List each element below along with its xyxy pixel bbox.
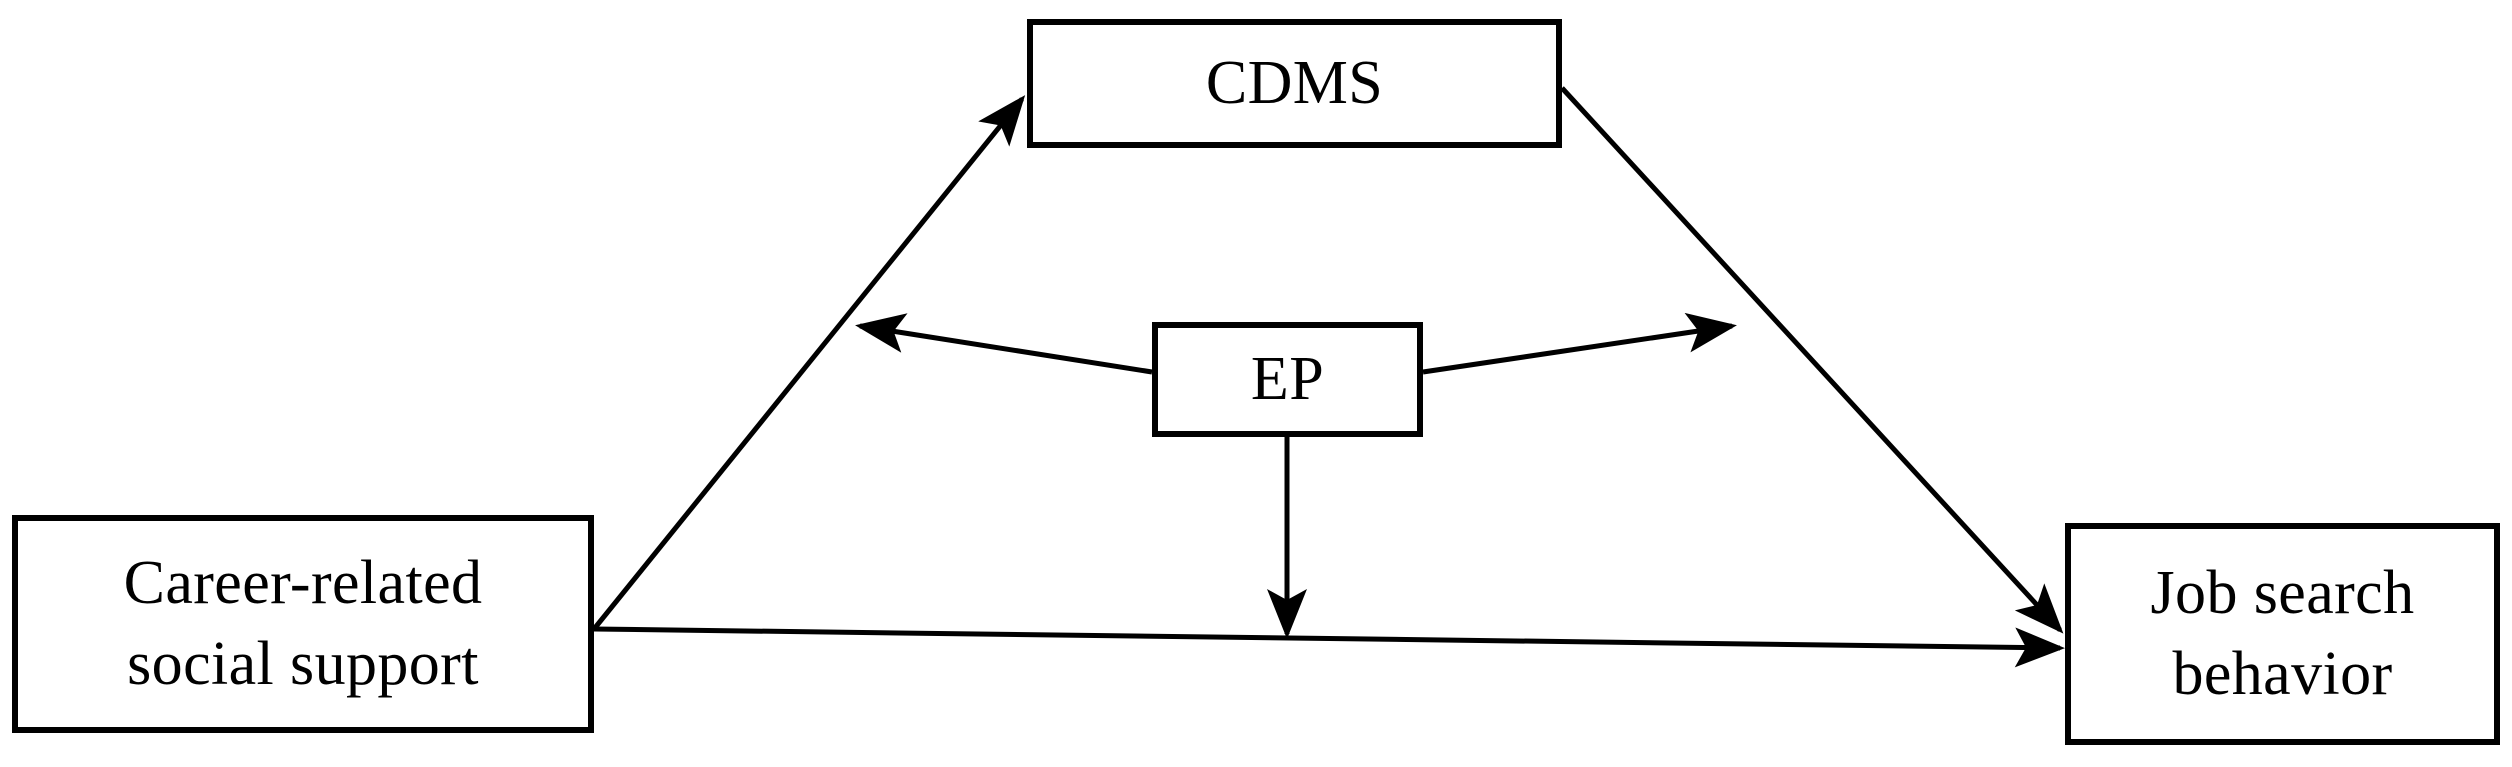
- node-ep[interactable]: EP: [1152, 322, 1423, 437]
- node-job-search-behavior[interactable]: Job search behavior: [2065, 523, 2500, 745]
- node-label-jsb: Job search behavior: [2150, 559, 2415, 708]
- edge-ep-to-path-a: [855, 313, 1153, 375]
- node-cdms[interactable]: CDMS: [1027, 19, 1562, 148]
- node-label-ep: EP: [1250, 345, 1325, 414]
- edge-css-to-cdms: [592, 95, 1026, 631]
- edge-ep-to-path-b: [1422, 312, 1737, 375]
- node-label-css: Career-related social support: [123, 549, 483, 698]
- node-career-related-social-support[interactable]: Career-related social support: [12, 515, 594, 733]
- edge-css-to-jsb: [593, 626, 2065, 668]
- edge-cdms-to-jsb: [1560, 86, 2064, 634]
- node-label-cdms: CDMS: [1205, 49, 1384, 118]
